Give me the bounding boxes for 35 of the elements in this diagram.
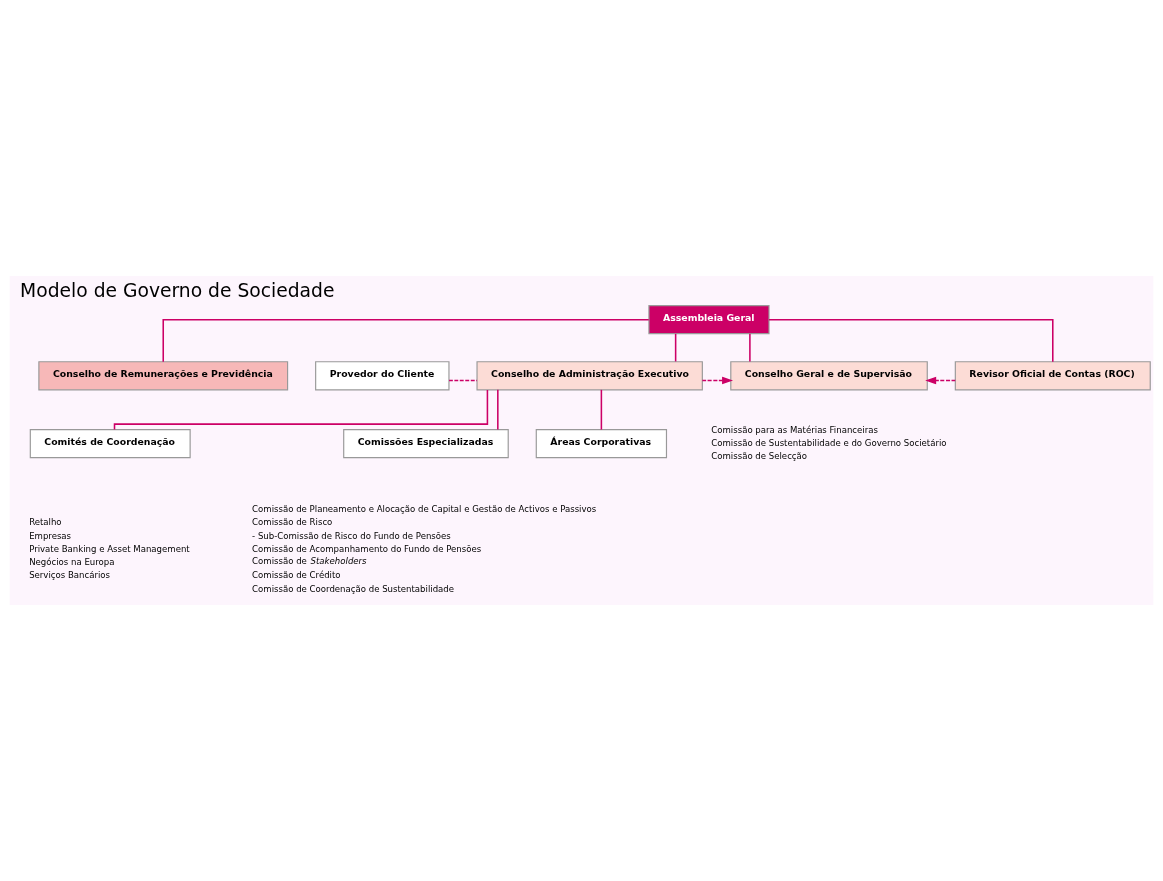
node-label: Comissão de Planeamento e Alocação de Capital e Gestão de Activos e Passivos	[252, 504, 597, 515]
connector	[600, 389, 603, 431]
node-box: Conselho de Administração Executivo	[476, 361, 703, 391]
connector	[497, 389, 499, 431]
node-label: Comissão de Selecção	[711, 451, 808, 462]
diagram-title: Modelo de Governo de Sociedade	[20, 280, 335, 302]
node-label: Retalho	[29, 517, 62, 528]
node-label: Negócios na Europa	[29, 557, 115, 568]
node-label: Comissão de Risco	[252, 517, 333, 528]
node-label: Comissão para as Matérias Financeiras	[711, 424, 878, 435]
node-box: Comités de Coordenação	[29, 429, 191, 459]
node-box: Revisor Oficial de Contas (ROC)	[954, 361, 1151, 391]
arrow	[925, 376, 957, 385]
connector	[448, 379, 478, 382]
node-box: Provedor do Cliente	[315, 361, 450, 391]
node-label: - Sub-Comissão de Risco do Fundo de Pensões	[252, 530, 451, 541]
node-box: Comissões Especializadas	[343, 429, 509, 459]
node-label: Comissão de Coordenação de Sustentabilidade	[252, 583, 455, 594]
connector	[162, 318, 650, 363]
node-label: Comissão de Stakeholders	[252, 556, 367, 567]
node-label: Comissão de Sustentabilidade e do Governo Societário	[711, 437, 947, 448]
arrow	[701, 376, 734, 385]
connector	[768, 318, 1054, 363]
node-label: Private Banking e Asset Management	[29, 543, 190, 554]
node-box: Áreas Corporativas	[535, 429, 668, 459]
node-box: Assembleia Geral	[648, 305, 770, 335]
node-label: Comissão de Acompanhamento do Fundo de Pensões	[252, 543, 482, 554]
node-box: Conselho Geral e de Supervisão	[730, 361, 928, 391]
node-box: Conselho de Remunerações e Previdência	[38, 361, 289, 391]
connector	[674, 333, 677, 363]
connector	[749, 333, 751, 363]
node-label: Serviços Bancários	[29, 570, 111, 581]
connector	[113, 389, 489, 431]
node-label: Comissão de Crédito	[252, 570, 341, 581]
node-label: Empresas	[29, 530, 72, 541]
